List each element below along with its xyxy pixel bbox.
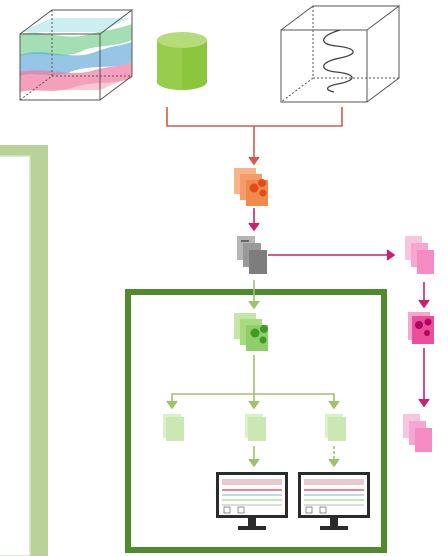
green-processing-frame [125,289,387,553]
arrow-to-green-stack [248,280,260,310]
magenta-branch [268,249,430,408]
result-document-center-icon [245,414,266,441]
layered-volume-cube-icon [19,9,134,101]
monitor-right-icon [298,472,370,530]
result-document-left-icon [163,414,184,441]
gray-document-stack-icon [237,236,267,274]
pink-document-stack-bottom-icon [403,414,432,452]
arrow-to-gray-stack [248,208,260,232]
green-document-stack-icon [234,313,268,351]
monitor-left-icon [216,472,288,530]
arrows-to-monitors [248,446,340,468]
pink-processed-stack-icon [408,312,434,344]
pink-document-stack-top-icon [405,236,434,274]
helix-volume-cube-icon [280,5,401,103]
left-panel [0,145,48,556]
database-cylinder-icon [157,32,207,90]
result-document-right-icon [325,414,346,441]
split-connector [166,355,340,410]
merge-connector [166,107,343,166]
orange-document-stack-icon [234,168,268,206]
left-panel-inner [0,155,31,556]
